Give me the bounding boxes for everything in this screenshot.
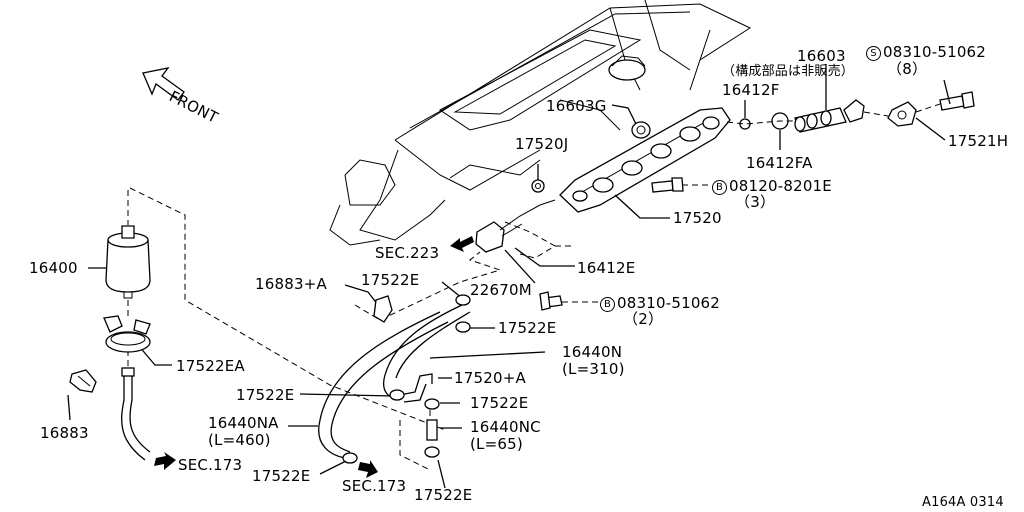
part-16440n: 16440N (562, 343, 623, 361)
part-17522e-3: 17522E (236, 386, 295, 404)
sec-173-a: SEC.173 (178, 456, 243, 474)
clip-16883a (373, 295, 393, 323)
part-08120-qty: （3） (735, 193, 776, 211)
part-17520j: 17520J (515, 135, 569, 153)
hose-filter-outlet (121, 367, 151, 461)
part-16603: 16603 (797, 47, 846, 65)
part-22670m: 22670M (470, 281, 532, 299)
part-17520a: 17520+A (454, 369, 526, 387)
front-arrow-icon (142, 67, 185, 101)
part-16603g: 16603G (546, 97, 607, 115)
part-17522e-2: 17522E (498, 319, 557, 337)
bolt-mid-icon (539, 291, 563, 311)
part-16440na-len: (L=460) (208, 431, 271, 449)
part-17520: 17520 (673, 209, 722, 227)
engine-outline (329, 0, 752, 246)
part-16412fa: 16412FA (746, 154, 813, 172)
pressure-regulator (475, 199, 556, 253)
part-16412f: 16412F (722, 81, 780, 99)
bolt-top-icon (939, 91, 975, 111)
arrow-sec173-a-icon (154, 452, 176, 470)
arrow-sec173-b-icon (358, 460, 378, 478)
part-16883a: 16883+A (255, 275, 327, 293)
leader-lines (67, 64, 951, 489)
sec-223: SEC.223 (375, 244, 440, 262)
s-symbol-icon: S (866, 46, 881, 61)
bracket-17521h (887, 101, 917, 127)
fuel-rail (559, 107, 731, 213)
b-symbol-icon: B (712, 180, 727, 195)
sec-173-b: SEC.173 (342, 477, 407, 495)
fuel-filter (105, 225, 151, 299)
part-17522ea: 17522EA (176, 357, 245, 375)
part-16883: 16883 (40, 424, 89, 442)
part-08310-mid-qty: （2） (623, 310, 664, 328)
part-16412e: 16412E (577, 259, 636, 277)
part-16400: 16400 (29, 259, 78, 277)
hose-16440na (318, 311, 449, 459)
part-16440na: 16440NA (208, 414, 279, 432)
diagram-id: A164A 0314 (922, 495, 1004, 510)
note-not-sold: （構成部品は非販売） (722, 64, 855, 79)
part-17522e-6: 17522E (414, 486, 473, 504)
part-17522e-5: 17522E (252, 467, 311, 485)
clamp-17522ea (103, 315, 151, 353)
hose-17520a (399, 373, 433, 403)
b-symbol-icon-2: B (600, 297, 615, 312)
part-16440nc-len: (L=65) (470, 435, 523, 453)
part-16440n-len: (L=310) (562, 360, 625, 378)
nut-17520j-icon (531, 179, 545, 193)
part-17521h: 17521H (948, 132, 1009, 150)
part-16440nc: 16440NC (470, 418, 541, 436)
part-17522e-1: 17522E (361, 271, 420, 289)
arrow-sec223-icon (450, 236, 474, 252)
part-08310-top-qty: （8） (887, 60, 928, 78)
bolt-rail-icon (651, 177, 684, 193)
hose-clamps (342, 294, 471, 464)
part-17522e-4: 17522E (470, 394, 529, 412)
oil-cap-icon (608, 59, 646, 81)
clip-16883 (69, 369, 97, 393)
